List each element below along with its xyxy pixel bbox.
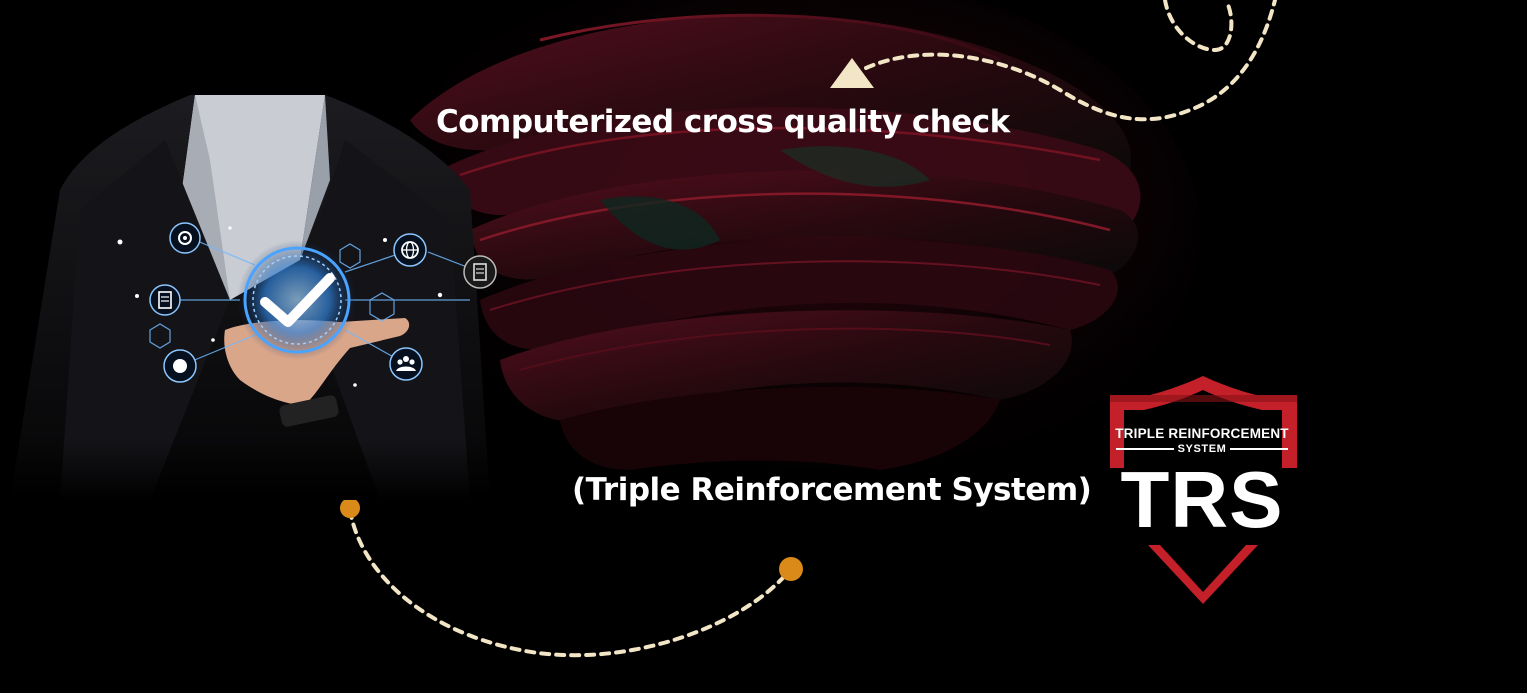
gear-badge-icon (169, 222, 201, 254)
badge-rule-left (1116, 448, 1174, 450)
badge-main-text: TRS (1120, 455, 1284, 544)
trs-badge: TRIPLE REINFORCEMENT SYSTEM TRS (1104, 374, 1300, 594)
dashed-path-top (864, 0, 1277, 122)
path-dot-start (340, 498, 360, 518)
sparkles (117, 226, 443, 387)
badge-sub-row: SYSTEM (1116, 442, 1288, 456)
badge-sub-text: SYSTEM (1177, 443, 1227, 455)
subheadline: (Triple Reinforcement System) (572, 472, 1092, 508)
globe-icon (163, 349, 197, 383)
trs-shield-icon (1110, 376, 1297, 604)
checkmark-icon (260, 273, 335, 327)
dashed-path-bottom (348, 508, 792, 658)
globe-icon (393, 233, 427, 267)
document-icon (463, 255, 497, 289)
document-icon (149, 284, 181, 316)
path-dot-end (779, 557, 803, 581)
badge-top-text: TRIPLE REINFORCEMENT (1115, 426, 1289, 441)
arrowhead-icon (830, 58, 874, 88)
headline: Computerized cross quality check (436, 104, 1010, 140)
badge-rule-right (1230, 448, 1288, 450)
abstract-sculpture (360, 0, 1200, 490)
team-icon (389, 347, 423, 381)
